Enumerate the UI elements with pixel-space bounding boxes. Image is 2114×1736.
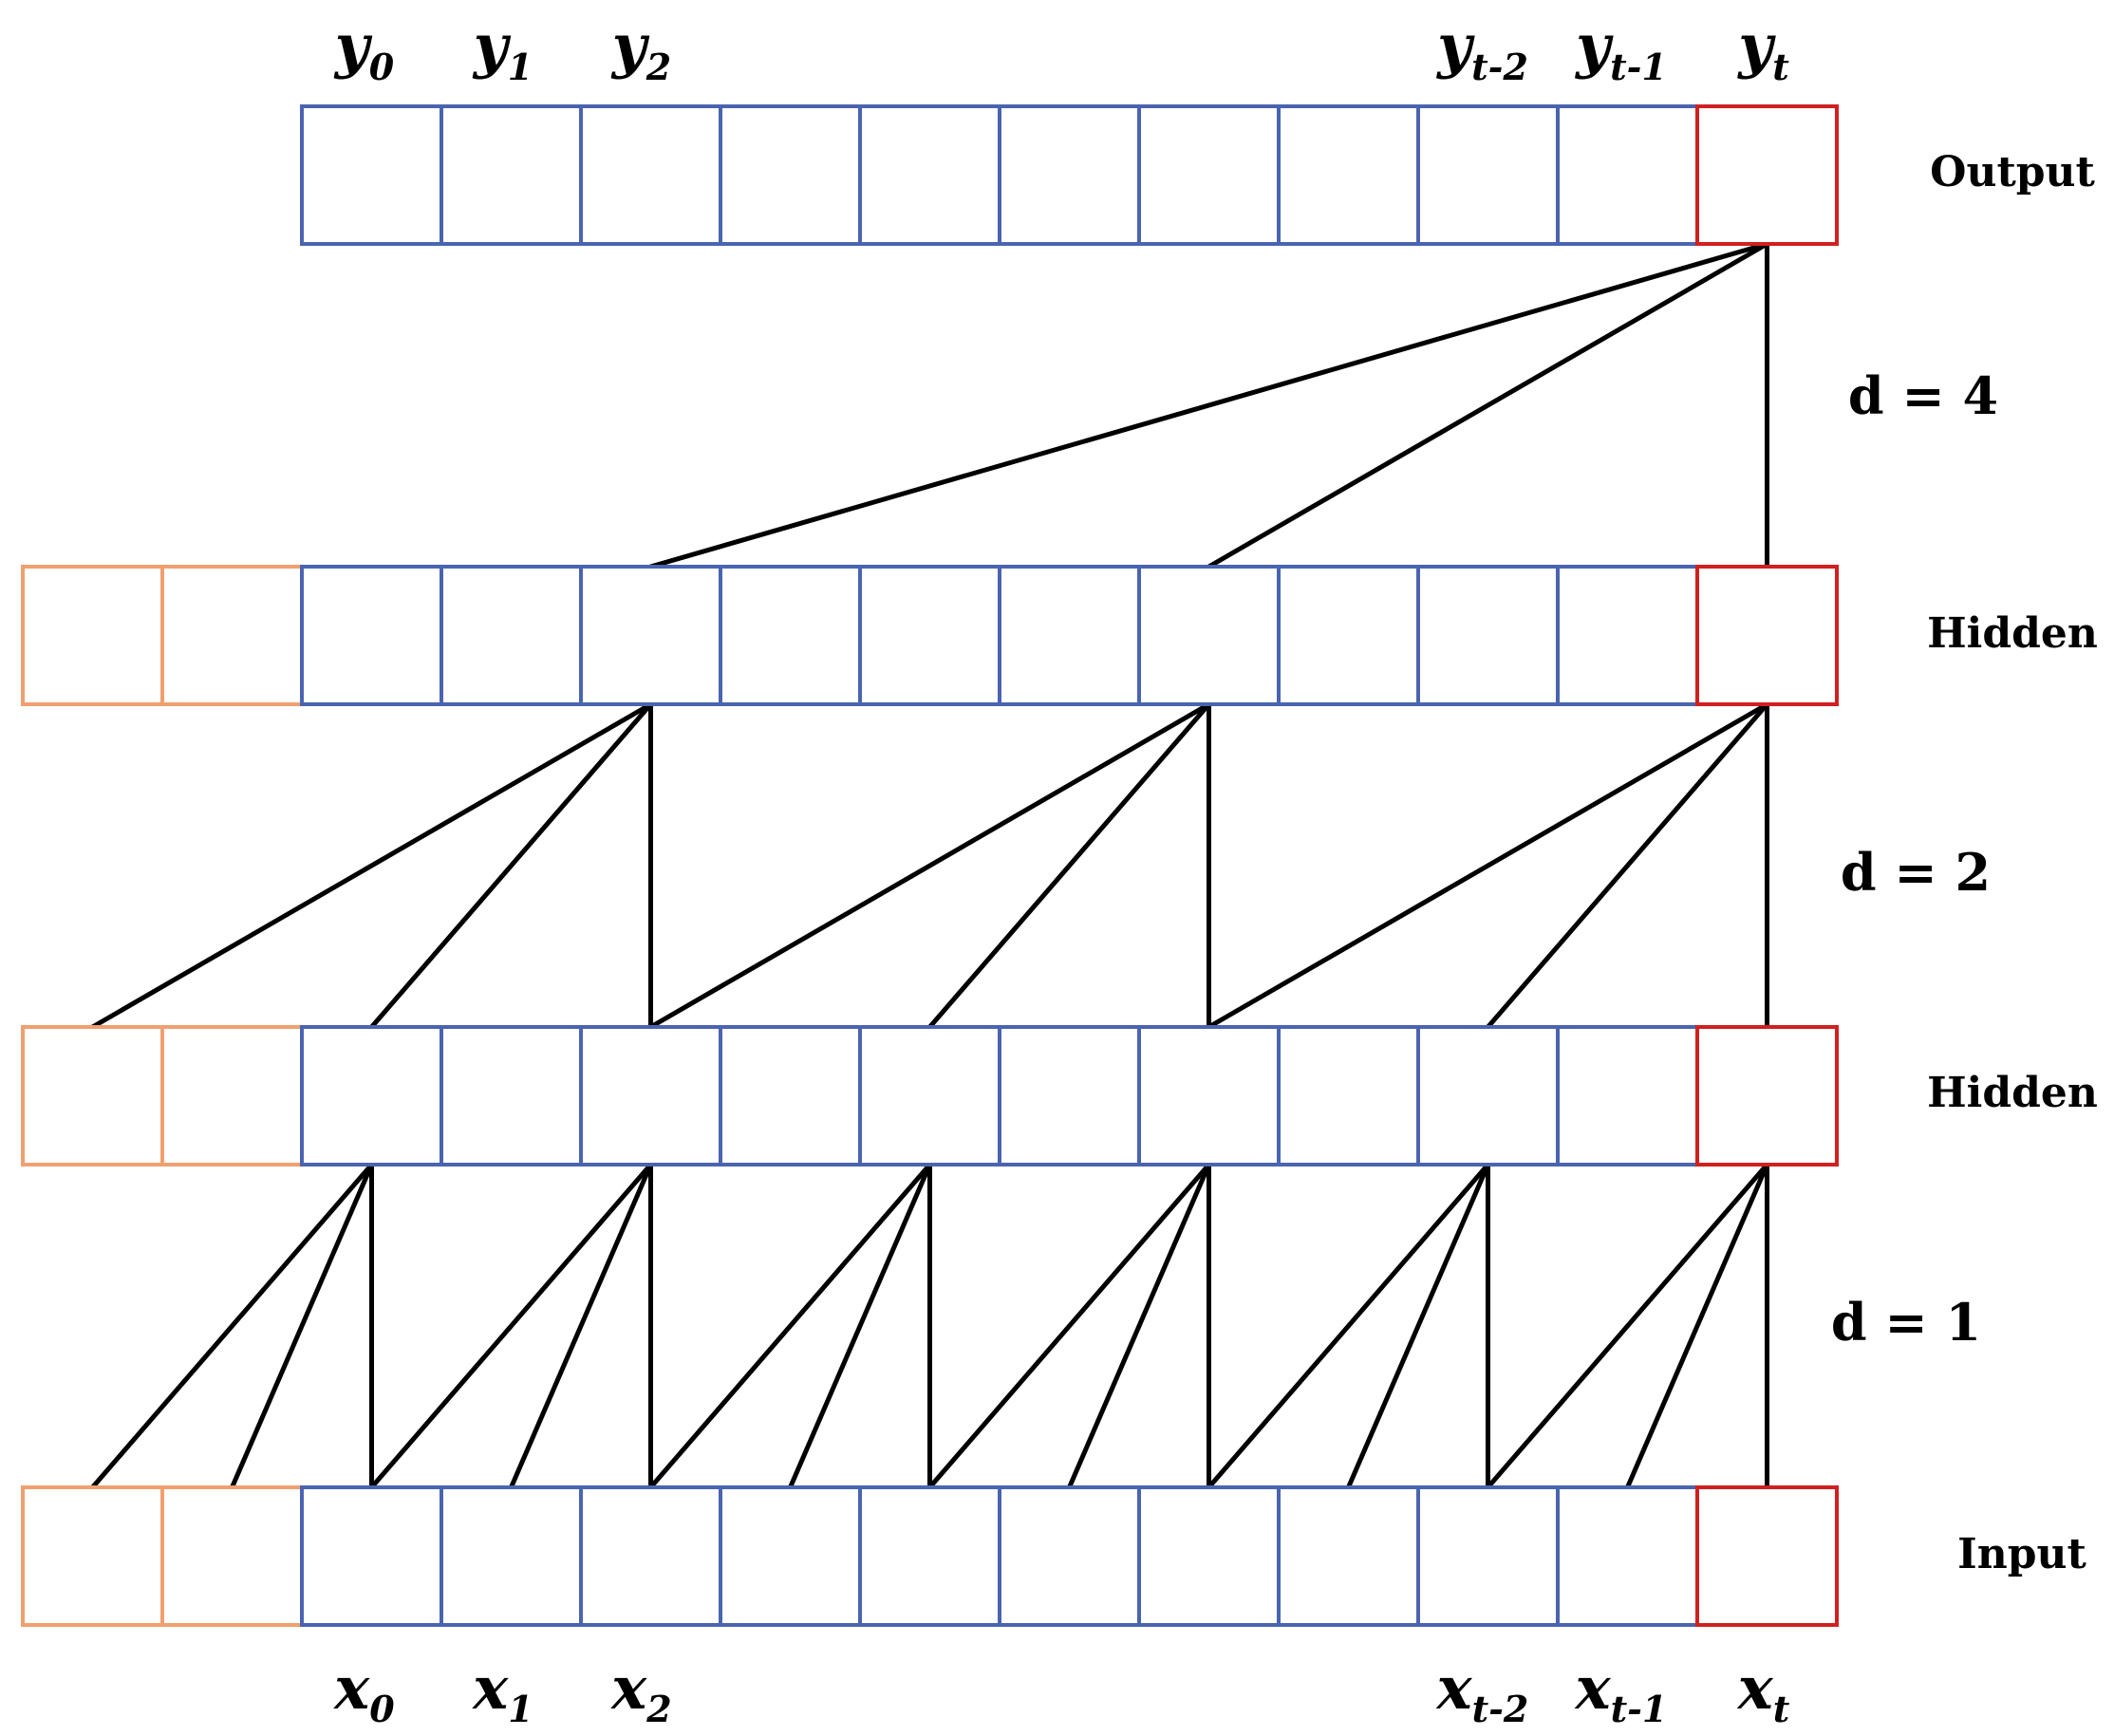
sequence-cell <box>440 104 583 246</box>
layer-label-hidden-2: Hidden <box>1927 609 2098 658</box>
sequence-cell <box>998 1485 1141 1627</box>
padding-cell <box>21 1025 164 1167</box>
sequence-cell <box>1556 104 1699 246</box>
padding-cell <box>160 1025 304 1167</box>
input-label-x-t-1: xt-1 <box>1574 1653 1668 1730</box>
dilated-edge <box>927 701 1211 1030</box>
dilated-edge <box>648 701 1211 1030</box>
sequence-cell <box>440 1025 583 1167</box>
sequence-cell <box>1277 565 1420 706</box>
sequence-cell <box>300 1025 443 1167</box>
sequence-cell <box>858 1485 1001 1627</box>
dilated-edge <box>509 1162 653 1490</box>
dilated-edge <box>648 1162 932 1490</box>
current-timestep-cell <box>1695 1485 1839 1627</box>
dilated-edge <box>369 701 653 1030</box>
layer-label-input: Input <box>1957 1530 2086 1578</box>
input-label-x1: x1 <box>471 1653 533 1730</box>
sequence-cell <box>1556 1025 1699 1167</box>
sequence-cell <box>579 1025 722 1167</box>
sequence-cell <box>719 565 862 706</box>
sequence-cell <box>719 104 862 246</box>
dilated-edge <box>1625 1162 1769 1490</box>
dilated-edge <box>1207 701 1769 1030</box>
sequence-cell <box>1416 565 1560 706</box>
sequence-cell <box>1277 104 1420 246</box>
dilated-edge <box>648 241 1769 569</box>
padding-cell <box>160 565 304 706</box>
sequence-cell <box>858 104 1001 246</box>
output-sequence-labels: y0 y1 y2 yt-2 yt-1 yt <box>333 11 1789 88</box>
sequence-cell <box>1556 565 1699 706</box>
dilated-edge <box>1207 241 1769 569</box>
input-label-x0: x0 <box>332 1653 395 1730</box>
current-timestep-cell <box>1695 565 1839 706</box>
sequence-cell <box>300 1485 443 1627</box>
sequence-cell <box>440 565 583 706</box>
sequence-cell <box>1137 104 1281 246</box>
dilated-edge <box>1346 1162 1490 1490</box>
input-label-xt: xt <box>1736 1653 1790 1730</box>
dilation-label-1: d = 1 <box>1831 1292 1981 1353</box>
layer-label-hidden-1: Hidden <box>1927 1069 2098 1117</box>
dilated-edge <box>1486 1162 1769 1490</box>
output-label-yt: yt <box>1736 11 1789 88</box>
output-label-y1: y1 <box>472 11 533 88</box>
sequence-cell <box>440 1485 583 1627</box>
sequence-cell <box>1277 1485 1420 1627</box>
padding-cell <box>160 1485 304 1627</box>
output-label-y-t-2: yt-2 <box>1435 11 1528 88</box>
sequence-cell <box>1277 1025 1420 1167</box>
sequence-cell <box>579 565 722 706</box>
sequence-cell <box>998 565 1141 706</box>
dilated-edge <box>90 701 653 1030</box>
sequence-cell <box>1416 104 1560 246</box>
current-timestep-cell <box>1695 1025 1839 1167</box>
sequence-cell <box>998 104 1141 246</box>
dilated-edge <box>788 1162 932 1490</box>
layer-label-output: Output <box>1930 148 2095 196</box>
dilated-edge <box>1207 1162 1490 1490</box>
output-label-y0: y0 <box>333 11 395 88</box>
sequence-cell <box>1416 1025 1560 1167</box>
layer-cells <box>21 104 1839 1627</box>
sequence-cell <box>858 1025 1001 1167</box>
dilated-edge <box>1486 701 1769 1030</box>
sequence-cell <box>579 1485 722 1627</box>
connection-edges <box>90 241 1769 1490</box>
sequence-cell <box>719 1025 862 1167</box>
input-sequence-labels: x0 x1 x2 xt-2 xt-1 xt <box>332 1653 1789 1730</box>
sequence-cell <box>579 104 722 246</box>
dilation-label-2: d = 2 <box>1841 842 1991 903</box>
dilated-edge <box>369 1162 653 1490</box>
sequence-cell <box>1137 1025 1281 1167</box>
output-label-y2: y2 <box>610 11 671 88</box>
dilation-label-4: d = 4 <box>1848 365 1998 426</box>
sequence-cell <box>1137 1485 1281 1627</box>
sequence-cell <box>300 104 443 246</box>
input-label-x2: x2 <box>609 1653 671 1730</box>
sequence-cell <box>1556 1485 1699 1627</box>
dilated-edge <box>230 1162 374 1490</box>
sequence-cell <box>858 565 1001 706</box>
padding-cell <box>21 565 164 706</box>
sequence-cell <box>300 565 443 706</box>
sequence-cell <box>719 1485 862 1627</box>
sequence-cell <box>998 1025 1141 1167</box>
dilated-edge <box>1067 1162 1211 1490</box>
output-label-y-t-1: yt-1 <box>1574 11 1667 88</box>
input-label-x-t-2: xt-2 <box>1435 1653 1529 1730</box>
dilated-edge <box>927 1162 1211 1490</box>
padding-cell <box>21 1485 164 1627</box>
sequence-cell <box>1137 565 1281 706</box>
dilated-edge <box>90 1162 374 1490</box>
current-timestep-cell <box>1695 104 1839 246</box>
sequence-cell <box>1416 1485 1560 1627</box>
